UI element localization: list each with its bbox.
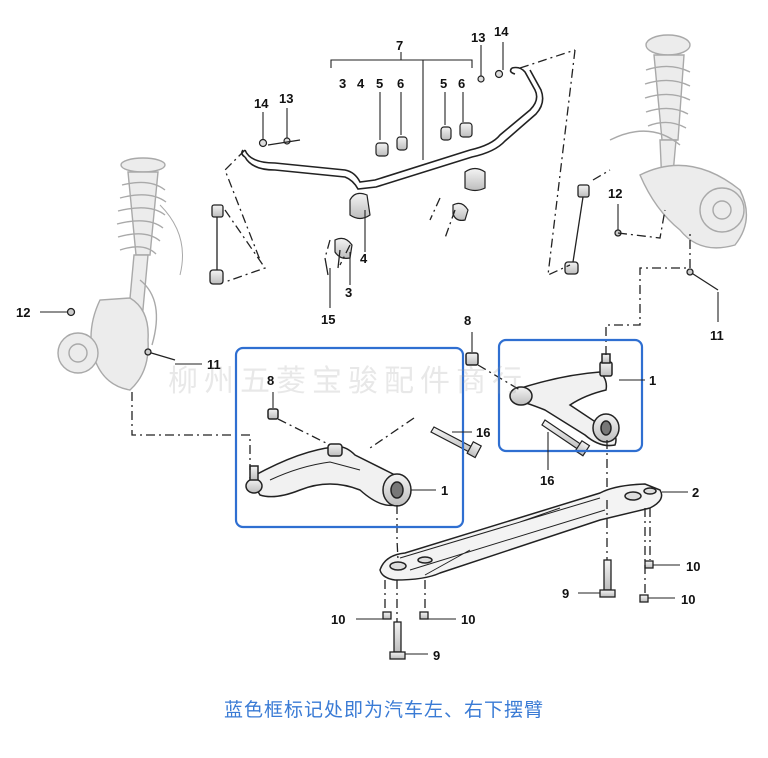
- right-stabilizer-link: [564, 184, 590, 275]
- callout-6: 6: [397, 76, 404, 91]
- right-strut-assembly: [609, 34, 748, 249]
- callout-10: 10: [681, 592, 695, 607]
- callout-12: 12: [16, 305, 30, 320]
- callout-8: 8: [267, 373, 274, 388]
- callout-3: 3: [339, 76, 346, 91]
- assembly-guide-lines: [131, 49, 691, 622]
- callout-13: 13: [279, 91, 293, 106]
- callout-11: 11: [710, 328, 724, 343]
- right-lower-control-arm: [465, 352, 620, 447]
- callout-7: 7: [396, 38, 403, 53]
- right-arm-highlight-box: [497, 338, 644, 453]
- callout-9: 9: [433, 648, 440, 663]
- callout-14: 14: [494, 24, 509, 39]
- callout-10: 10: [331, 612, 345, 627]
- stabilizer-bushings: [334, 122, 486, 259]
- leader-lines: [40, 42, 719, 655]
- callout-14: 14: [254, 96, 269, 111]
- callout-16: 16: [476, 425, 490, 440]
- callout-16: 16: [540, 473, 554, 488]
- callout-numbers: 7 3 4 5 6 5 6 13 14 14 13 4 3 15 12 11 1…: [16, 24, 724, 663]
- callout-2: 2: [692, 485, 699, 500]
- callout-10: 10: [686, 559, 700, 574]
- callout-5: 5: [440, 76, 447, 91]
- callout-4: 4: [357, 76, 365, 91]
- callout-3: 3: [345, 285, 352, 300]
- caption-text: 蓝色框标记处即为汽车左、右下摆臂: [223, 699, 544, 721]
- callout-4: 4: [360, 251, 368, 266]
- callout-11: 11: [207, 357, 221, 372]
- callout-9: 9: [562, 586, 569, 601]
- left-strut-assembly: [57, 157, 183, 391]
- callout-13: 13: [471, 30, 485, 45]
- mounting-bolts: [66, 229, 719, 361]
- callout-10: 10: [461, 612, 475, 627]
- callout-1: 1: [649, 373, 656, 388]
- callout-12: 12: [608, 186, 622, 201]
- callout-1: 1: [441, 483, 448, 498]
- callout-8: 8: [464, 313, 471, 328]
- front-subframe: [379, 483, 663, 581]
- left-lower-control-arm: [245, 408, 412, 507]
- left-stabilizer-link: [209, 204, 224, 285]
- callout-5: 5: [376, 76, 383, 91]
- callout-15: 15: [321, 312, 335, 327]
- shop-watermark: 柳州五菱宝骏配件商行: [168, 364, 528, 399]
- left-arm-highlight-box: [234, 346, 465, 529]
- callout-6: 6: [458, 76, 465, 91]
